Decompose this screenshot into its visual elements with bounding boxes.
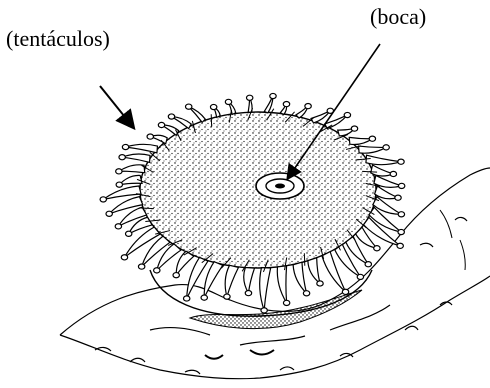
tentacles-label: (tentáculos) [6,28,110,50]
tentacle-tip [121,255,127,260]
tentacle-tip [283,101,289,106]
tentacle-tip [395,195,401,200]
tentacle-tip [122,144,128,149]
tentacle-tip [116,169,122,174]
tentacle-tip [201,295,207,300]
tentacle-tip [246,95,252,100]
tentacle-tip [106,211,112,216]
tentacle-tip [357,274,363,279]
tentacle-tip [183,296,189,301]
tentacle-tip [374,246,380,251]
tentacle-tip [147,134,153,139]
mouth-opening [256,173,304,199]
tentacle-tip [270,93,276,98]
tentacle-tip [119,155,125,160]
tentacle-tip [158,122,164,127]
tentacle-tip [261,308,267,313]
column-shadow [190,290,362,329]
tentacle-tip [305,103,311,108]
tentacle [119,165,145,173]
tentacle [277,266,286,303]
tentacle-tip [397,243,403,248]
tentacle-tip [398,159,404,164]
tentacle [244,268,255,294]
tentacle-tip [116,182,122,187]
tentacle-tip [225,99,231,104]
tentacle-tip [185,104,191,109]
tentacle-tip [283,300,289,305]
tentacle-tip [115,224,121,229]
tentacle [126,144,158,153]
tentacle-tip [125,231,131,236]
tentacle [359,146,387,153]
tentacle-tip [138,264,144,269]
tentacle [225,265,238,296]
tentacle-tip [369,136,375,141]
tentacle-tip [173,273,179,278]
tentacle-tip [100,197,106,202]
tentacle [260,268,271,311]
tentacle-tip [390,171,396,176]
tentacle-tip [210,104,216,109]
tentacle-tip [344,112,350,117]
tentacle-tip [245,290,251,295]
tentacle-tip [398,229,404,234]
tentacle [308,258,320,284]
tentacle-tip [351,126,357,131]
tentacle-tip [154,268,160,273]
tentacle-tip [383,145,389,150]
tentacle-tip [303,291,309,296]
tentacle-tip [342,289,348,294]
tentacle-tip [365,262,371,267]
tentacle [293,262,306,293]
tentacle [122,154,150,162]
tentacle-tip [168,114,174,119]
tentacle-tip [398,183,404,188]
mouth-label: (boca) [370,6,426,28]
tentacle-tip [317,281,323,286]
tentacle-tip [224,294,230,299]
tentacle [325,115,348,129]
tentacles-pointer-arrow [100,86,133,127]
tentacle-tip [398,212,404,217]
tentacle [366,155,401,165]
